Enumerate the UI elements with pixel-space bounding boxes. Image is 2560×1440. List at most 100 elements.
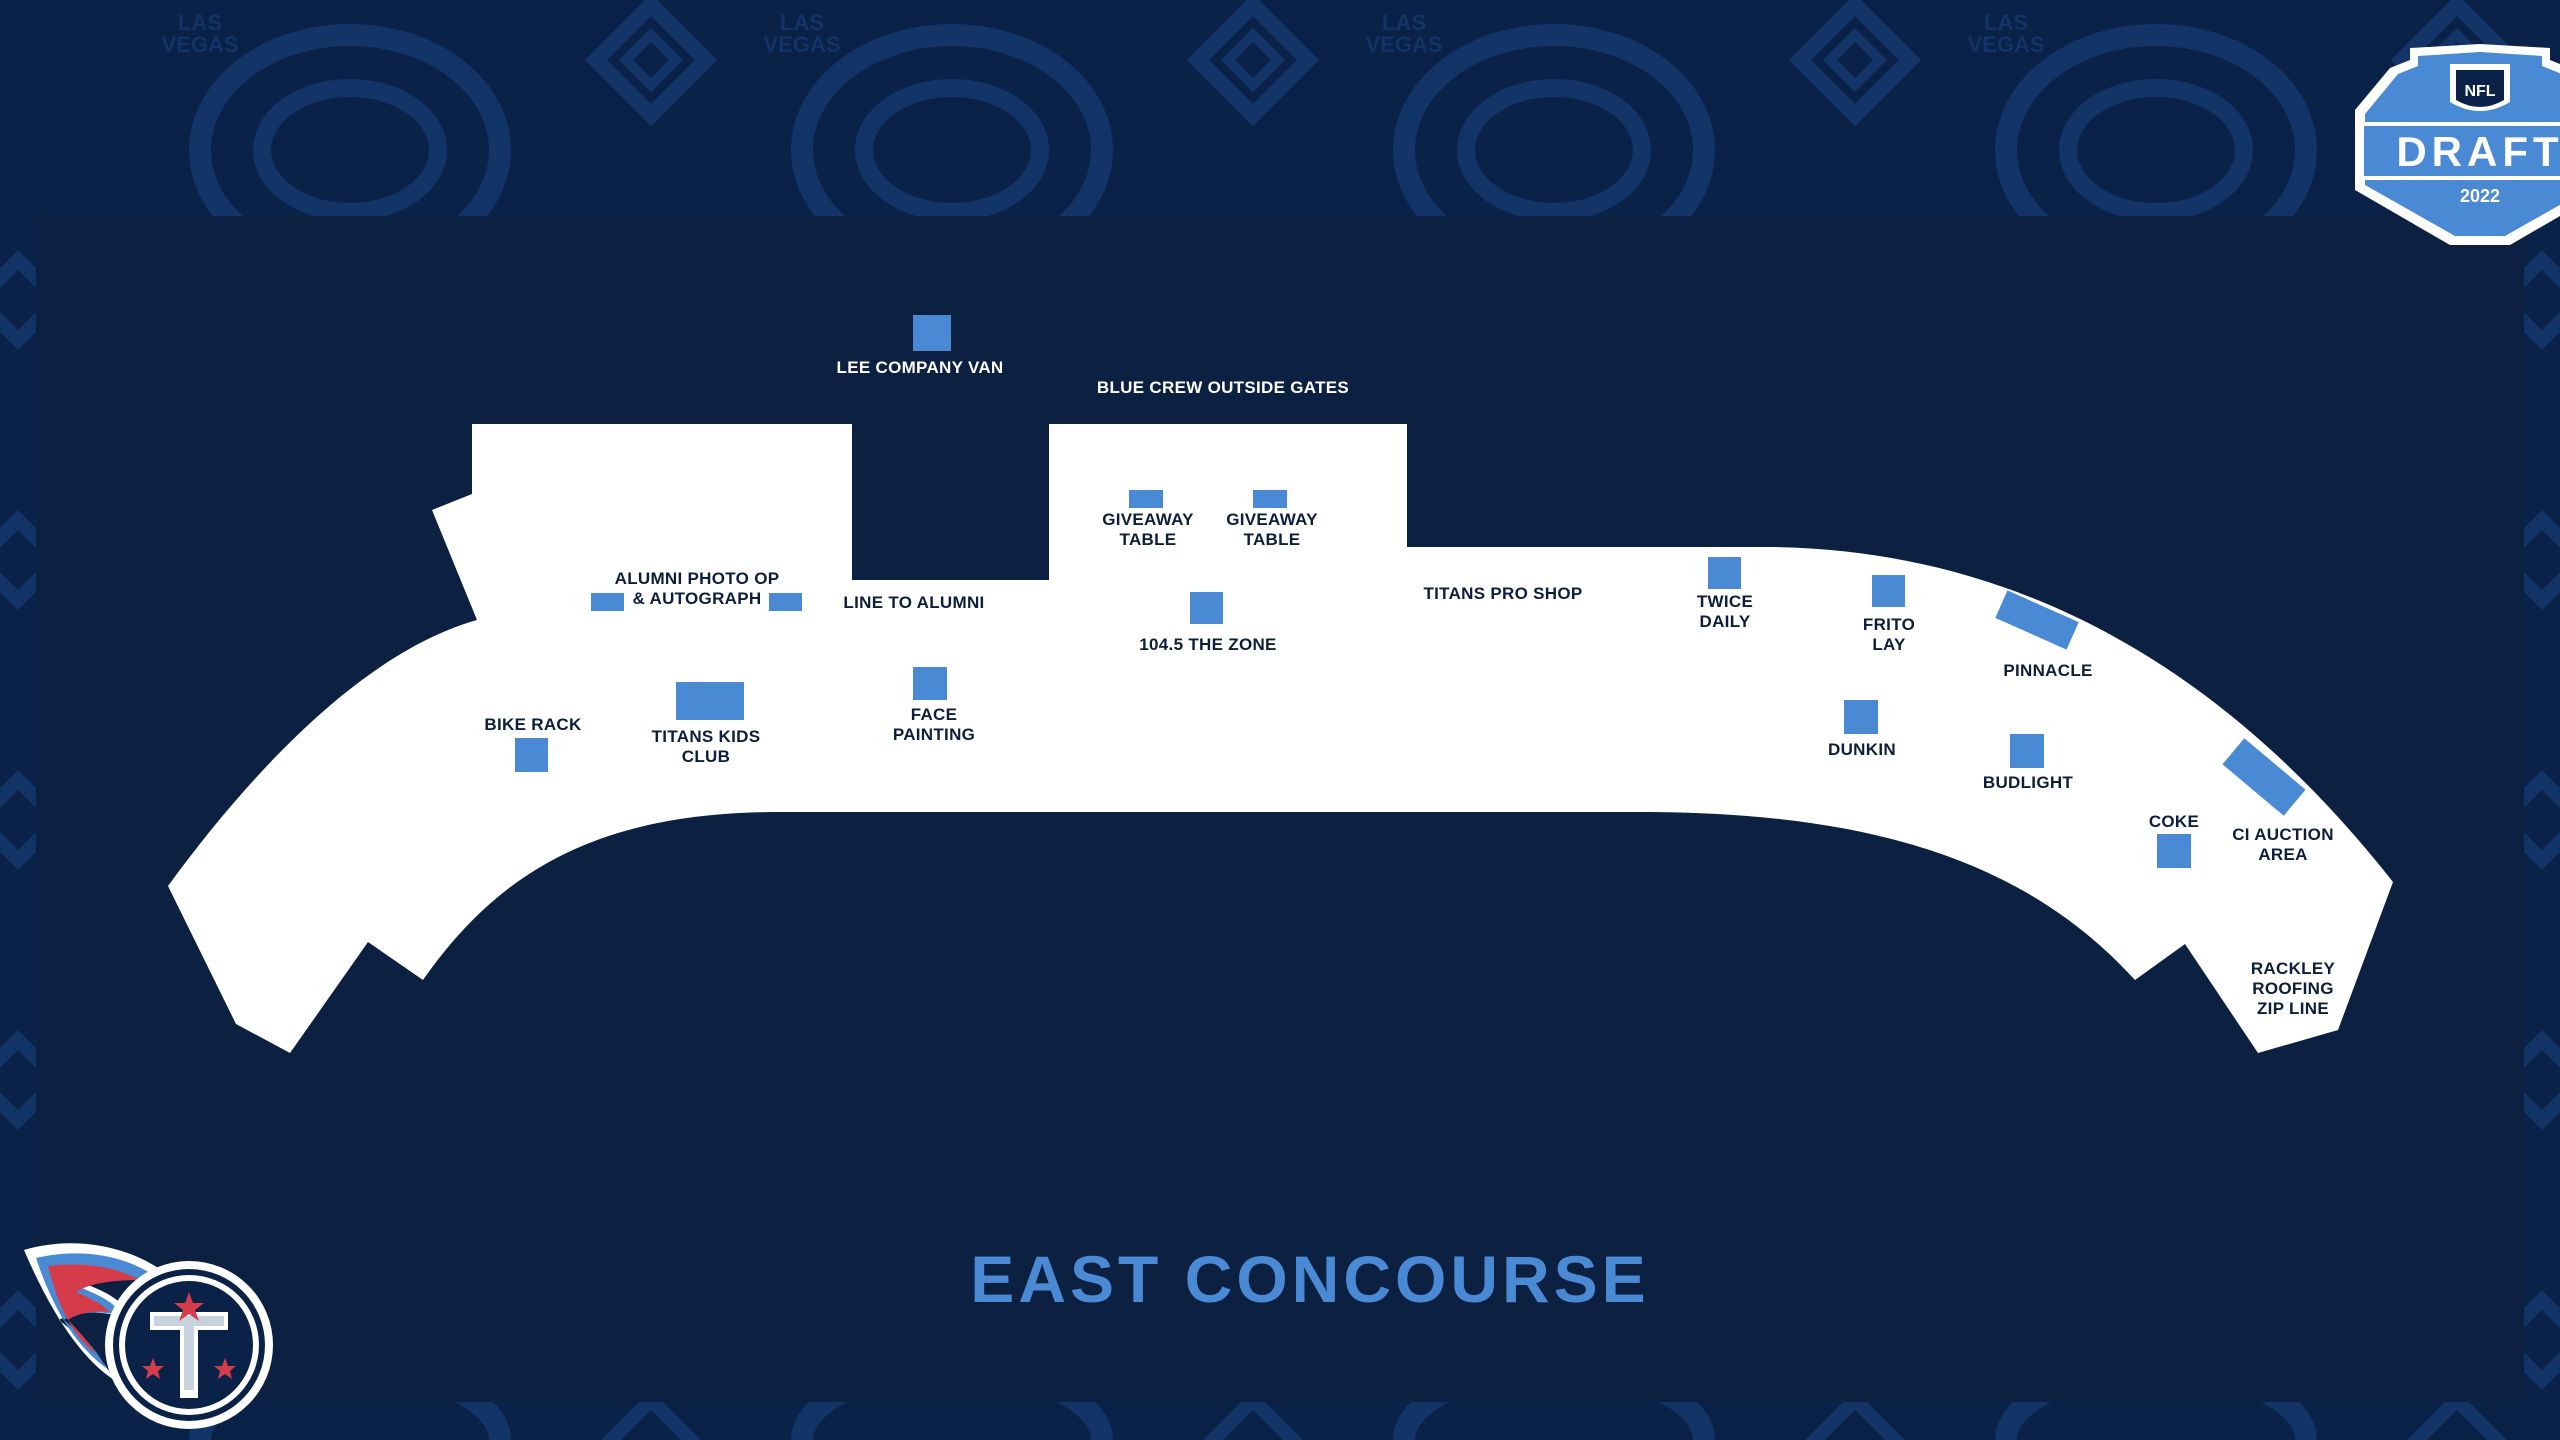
pattern-diamond xyxy=(1788,0,1922,127)
label-line: ALUMNI PHOTO OP xyxy=(615,569,780,588)
pattern-text: LAS xyxy=(178,10,222,35)
label-line: PINNACLE xyxy=(2003,661,2092,680)
label-pinnacle: PINNACLE xyxy=(2003,661,2092,680)
star-icon xyxy=(214,1358,236,1379)
pattern-text: LAS xyxy=(780,10,824,35)
label-alumni-photo-op: ALUMNI PHOTO OP& AUTOGRAPH xyxy=(615,569,780,608)
label-titans-pro-shop: TITANS PRO SHOP xyxy=(1423,584,1582,603)
label-line: TABLE xyxy=(1120,530,1177,549)
booth-alumni-photo-left[interactable] xyxy=(591,593,624,611)
label-line: BLUE CREW OUTSIDE GATES xyxy=(1097,378,1349,397)
pattern-ring xyxy=(855,79,1049,221)
label-line: TITANS PRO SHOP xyxy=(1423,584,1582,603)
nfl-shield-text: NFL xyxy=(2464,83,2495,100)
label-line: BIKE RACK xyxy=(484,715,582,734)
star-icon xyxy=(174,1292,204,1321)
concourse-floor xyxy=(168,424,2393,1053)
label-line: CI AUCTION xyxy=(2232,825,2334,844)
label-line: FACE xyxy=(911,705,958,724)
nfl-draft-logo: NFL DRAFT 2022 xyxy=(2355,44,2560,245)
label-line: FRITO xyxy=(1863,615,1915,634)
pattern-diamond xyxy=(618,27,684,93)
pattern-diamond xyxy=(1203,1390,1303,1440)
label-line: DUNKIN xyxy=(1828,740,1896,759)
label-line: TABLE xyxy=(1244,530,1301,549)
label-line-to-alumni: LINE TO ALUMNI xyxy=(843,593,984,612)
booth-twice-daily[interactable] xyxy=(1708,557,1741,589)
label-line: GIVEAWAY xyxy=(1102,510,1194,529)
pattern-ring xyxy=(1457,79,1651,221)
booth-lee-company-van[interactable] xyxy=(913,315,951,351)
label-line: BUDLIGHT xyxy=(1983,773,2074,792)
star-icon xyxy=(142,1358,164,1379)
label-line: LINE TO ALUMNI xyxy=(843,593,984,612)
label-line: ZIP LINE xyxy=(2257,999,2329,1018)
label-the-zone: 104.5 THE ZONE xyxy=(1139,635,1276,654)
label-bike-rack: BIKE RACK xyxy=(484,715,582,734)
pattern-text: LAS xyxy=(1382,10,1426,35)
pattern-diamond xyxy=(1822,27,1888,93)
pattern-ring xyxy=(253,79,447,221)
booth-giveaway-table-1[interactable] xyxy=(1129,490,1163,508)
pattern-diamond xyxy=(584,0,718,127)
pattern-text: VEGAS xyxy=(763,32,840,57)
booth-giveaway-table-2[interactable] xyxy=(1253,490,1287,508)
booth-face-painting[interactable] xyxy=(913,667,947,700)
label-line: ROOFING xyxy=(2252,979,2333,998)
page-title: EAST CONCOURSE xyxy=(970,1242,1649,1316)
titans-logo-icon xyxy=(24,1243,273,1429)
pattern-diamond xyxy=(601,1390,701,1440)
draft-wordmark: DRAFT xyxy=(2396,128,2560,175)
label-line: PAINTING xyxy=(893,725,975,744)
label-budlight: BUDLIGHT xyxy=(1983,773,2074,792)
booth-coke[interactable] xyxy=(2157,834,2191,868)
label-coke: COKE xyxy=(2149,812,2199,831)
label-line: LAY xyxy=(1872,635,1906,654)
booth-ci-auction-area[interactable] xyxy=(2222,738,2306,816)
draft-year: 2022 xyxy=(2460,186,2500,206)
pattern-diamond xyxy=(2407,1390,2507,1440)
label-line: TITANS KIDS xyxy=(652,727,761,746)
booth-titans-kids-club[interactable] xyxy=(676,682,744,720)
label-line: & AUTOGRAPH xyxy=(633,589,762,608)
label-blue-crew-outside-gates: BLUE CREW OUTSIDE GATES xyxy=(1097,378,1349,397)
label-line: 104.5 THE ZONE xyxy=(1139,635,1276,654)
label-dunkin: DUNKIN xyxy=(1828,740,1896,759)
label-line: COKE xyxy=(2149,812,2199,831)
label-line: DAILY xyxy=(1700,612,1751,631)
label-line: GIVEAWAY xyxy=(1226,510,1318,529)
pattern-text: VEGAS xyxy=(1967,32,2044,57)
booth-markers xyxy=(515,315,2306,868)
pattern-diamond xyxy=(1220,27,1286,93)
pattern-diamond xyxy=(1186,0,1320,127)
booth-frito-lay[interactable] xyxy=(1872,575,1905,607)
label-line: CLUB xyxy=(682,747,730,766)
label-line: LEE COMPANY VAN xyxy=(837,358,1004,377)
pattern-diamond xyxy=(1805,1390,1905,1440)
label-lee-company-van: LEE COMPANY VAN xyxy=(837,358,1004,377)
location-labels: LEE COMPANY VAN BLUE CREW OUTSIDE GATES GI… xyxy=(484,358,2335,1018)
booth-budlight[interactable] xyxy=(2010,734,2044,768)
pattern-text: LAS xyxy=(1984,10,2028,35)
booth-pinnacle[interactable] xyxy=(1995,590,2079,650)
pattern-text: VEGAS xyxy=(1365,32,1442,57)
label-line: TWICE xyxy=(1697,592,1753,611)
booth-the-zone[interactable] xyxy=(1190,592,1223,624)
pattern-text: VEGAS xyxy=(161,32,238,57)
booth-alumni-photo-right[interactable] xyxy=(769,593,802,611)
booth-dunkin[interactable] xyxy=(1844,700,1878,734)
pattern-ring xyxy=(2059,79,2253,221)
label-line: AREA xyxy=(2258,845,2307,864)
booth-bike-rack[interactable] xyxy=(515,738,548,772)
label-line: RACKLEY xyxy=(2251,959,2336,978)
